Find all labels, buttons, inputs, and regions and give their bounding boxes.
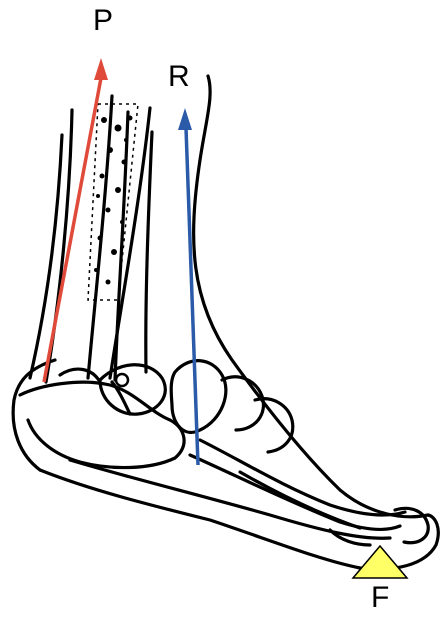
effort-arrow bbox=[44, 58, 108, 382]
bone-texture bbox=[88, 104, 138, 300]
foot-outline bbox=[13, 76, 438, 569]
effort-label: P bbox=[93, 6, 113, 36]
resistance-label: R bbox=[168, 62, 190, 92]
fulcrum-label: F bbox=[371, 583, 389, 613]
ankle-joint-mark bbox=[116, 374, 128, 386]
fulcrum-triangle bbox=[353, 546, 407, 578]
resistance-arrow bbox=[178, 108, 198, 465]
